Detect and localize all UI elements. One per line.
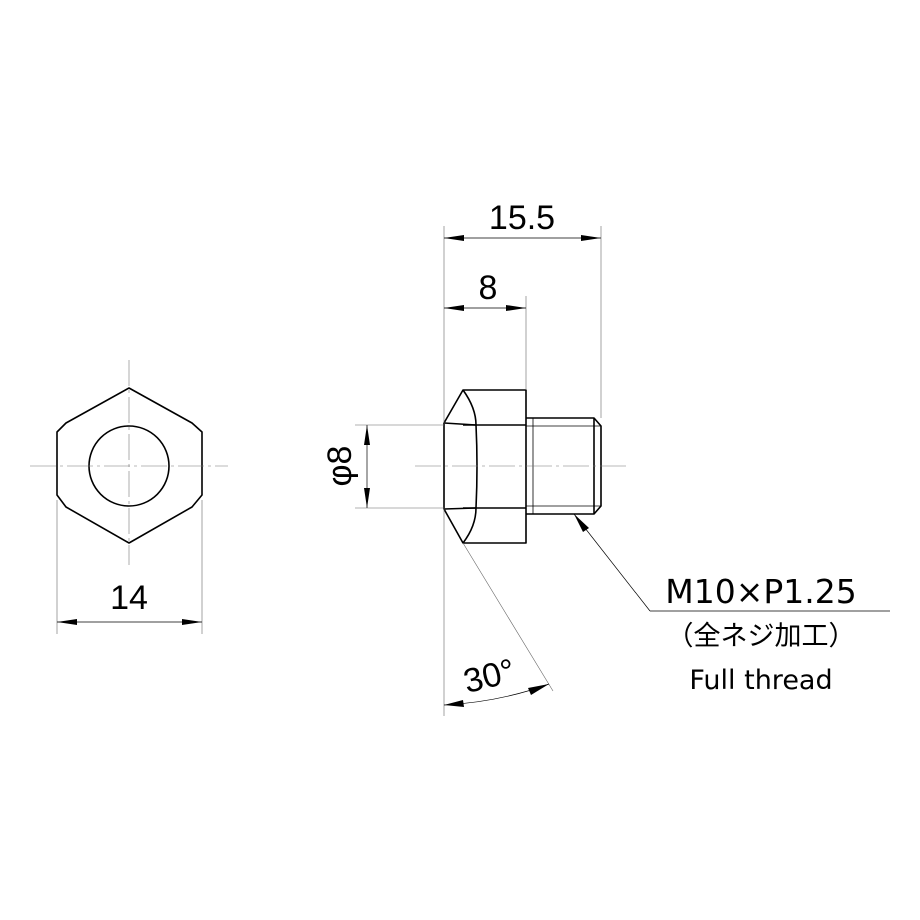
dimension-label: φ8 — [321, 446, 359, 487]
arrowhead — [528, 684, 549, 695]
chamfer-arc — [462, 507, 477, 544]
dimension-label: 30° — [460, 652, 519, 701]
chamfer-arc — [475, 424, 478, 509]
arrowhead — [444, 700, 464, 707]
dimension-label: 8 — [479, 269, 498, 307]
thread-callout: M10×P1.25 （全ネジ加工） Full thread — [573, 513, 890, 696]
arrowhead — [444, 235, 464, 241]
chamfer-arc — [462, 389, 477, 426]
hex-head-outline — [443, 389, 527, 544]
dimension-overall-length: 15.5 — [443, 199, 602, 716]
arrowhead — [364, 425, 370, 445]
arrowhead — [581, 235, 601, 241]
leader-line — [573, 513, 651, 612]
dimension-head-diameter: φ8 — [321, 424, 444, 509]
thread-spec: M10×P1.25 — [665, 572, 857, 611]
dimension-chamfer-angle: 30° — [443, 542, 554, 707]
hex-outline — [56, 387, 203, 544]
chamfer-edge — [443, 422, 477, 426]
angle-extension-line — [462, 542, 554, 692]
thread-note-english: Full thread — [689, 665, 832, 696]
chamfer-edge — [443, 507, 477, 510]
dimension-head-length: 8 — [444, 269, 527, 390]
arrowhead — [574, 514, 589, 532]
hex-end-view — [30, 360, 228, 565]
thread-note-japanese: （全ネジ加工） — [667, 621, 856, 652]
arrowhead — [364, 488, 370, 508]
dimension-across-flats: 14 — [56, 500, 203, 634]
arrowhead — [506, 305, 526, 311]
arrowhead — [444, 305, 464, 311]
bolt-side-view — [415, 389, 630, 544]
arrowhead — [57, 619, 77, 625]
arrowhead — [182, 619, 202, 625]
dimension-label: 15.5 — [489, 199, 555, 237]
dimension-label: 14 — [110, 579, 148, 617]
